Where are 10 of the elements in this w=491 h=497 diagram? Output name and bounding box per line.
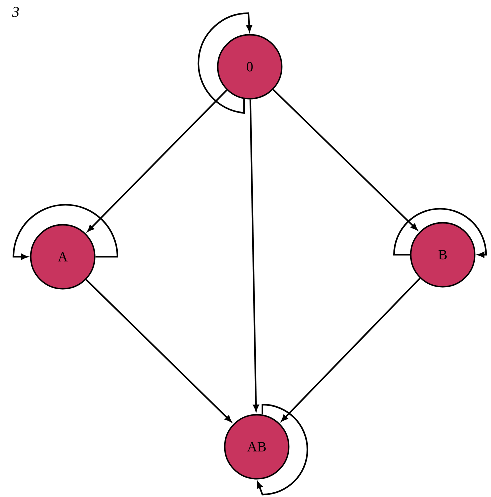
loop-arrow: [198, 12, 252, 114]
arrow: [86, 279, 232, 422]
arrow: [282, 278, 421, 422]
arrow: [88, 90, 228, 232]
loop-arrow: [394, 208, 488, 258]
loop-arrow: [12, 204, 118, 260]
figure-number: 3: [12, 7, 20, 18]
loop-arrow: [257, 404, 308, 496]
arrow: [272, 89, 418, 230]
arrow: [250, 100, 260, 412]
